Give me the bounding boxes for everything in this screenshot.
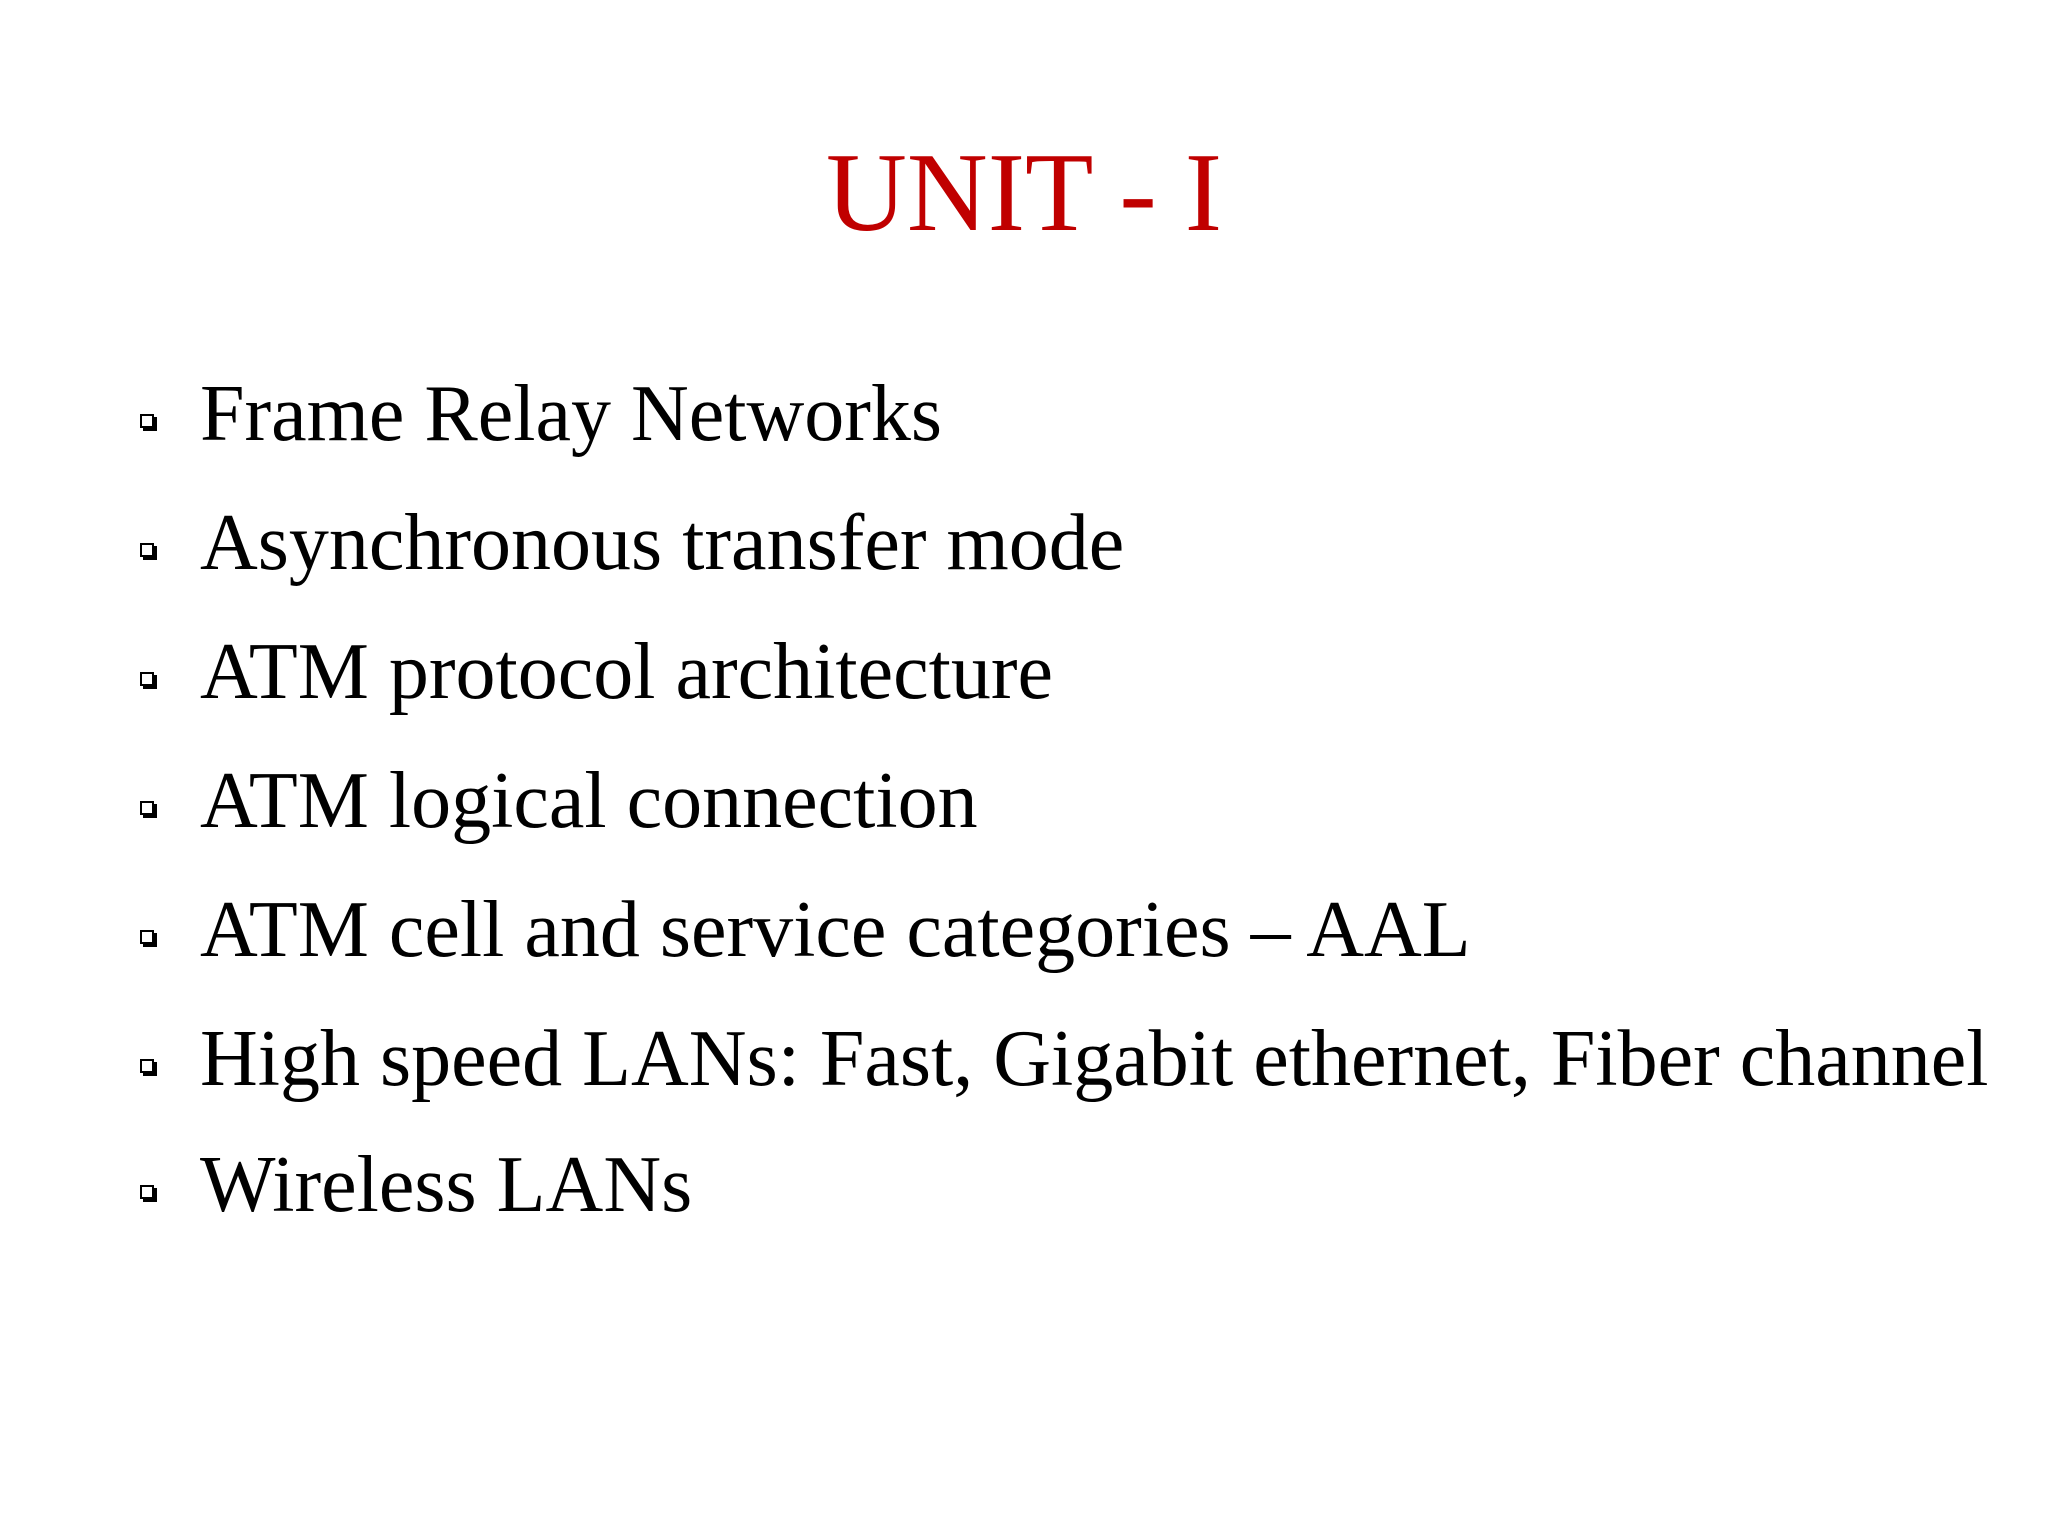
list-item: High speed LANs: Fast, Gigabit ethernet,… <box>140 1015 2000 1104</box>
list-item-text: ATM logical connection <box>200 757 978 845</box>
square-bullet-icon <box>140 1059 154 1073</box>
list-item-text: Asynchronous transfer mode <box>200 499 1125 587</box>
list-item-text: ATM cell and service categories – AAL <box>200 886 1471 974</box>
list-item-text: Wireless LANs <box>200 1141 693 1229</box>
square-bullet-icon <box>140 414 154 428</box>
list-item: Wireless LANs <box>140 1141 2000 1230</box>
list-item: Asynchronous transfer mode <box>140 499 2000 588</box>
square-bullet-icon <box>140 672 154 686</box>
list-item-text: High speed LANs: Fast, Gigabit ethernet,… <box>200 1015 1989 1103</box>
square-bullet-icon <box>140 1185 154 1199</box>
list-item: ATM logical connection <box>140 757 2000 846</box>
list-item-text: ATM protocol architecture <box>200 628 1054 716</box>
square-bullet-icon <box>140 801 154 815</box>
list-item: Frame Relay Networks <box>140 370 2000 459</box>
bullet-list: Frame Relay Networks Asynchronous transf… <box>140 370 2000 1270</box>
square-bullet-icon <box>140 543 154 557</box>
list-item: ATM cell and service categories – AAL <box>140 886 2000 975</box>
list-item-text: Frame Relay Networks <box>200 370 943 458</box>
square-bullet-icon <box>140 930 154 944</box>
list-item: ATM protocol architecture <box>140 628 2000 717</box>
slide-title: UNIT - I <box>825 131 1223 255</box>
